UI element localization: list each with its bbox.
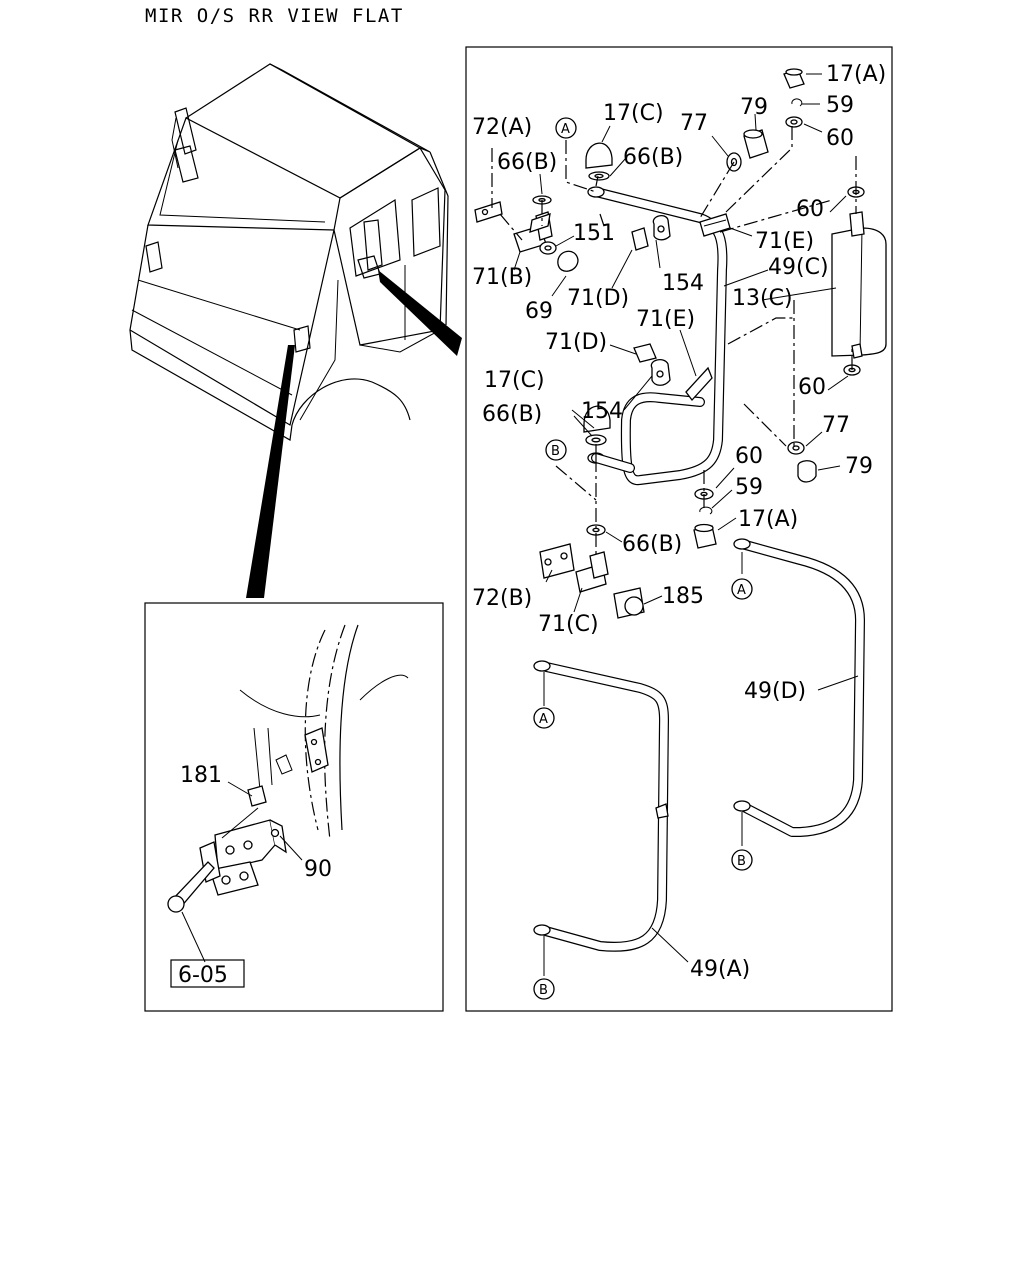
inset-bracket-detail [144, 602, 444, 1012]
label-71d-top: 71(D) [567, 286, 629, 311]
truck-cab-overview [129, 63, 462, 598]
label-72b: 72(B) [472, 586, 532, 611]
ref-b-49d: B [737, 854, 746, 869]
label-ref-box-6-05: 6-05 [178, 963, 228, 988]
part-labels: 17(A) 59 60 79 77 17(C) 66(B) 66(B) 72(A… [178, 62, 886, 998]
label-59-low: 59 [735, 475, 763, 500]
label-60-top: 60 [826, 126, 854, 151]
main-parts-panel [465, 46, 893, 1012]
ref-b-mid: B [551, 444, 560, 459]
ref-circle-a-top [555, 117, 577, 139]
label-181: 181 [180, 763, 222, 788]
label-60-right: 60 [798, 375, 826, 400]
label-154-top: 154 [662, 271, 704, 296]
ref-b-49a: B [539, 983, 548, 998]
label-49c: 49(C) [768, 255, 829, 280]
inset-frame [144, 602, 444, 1012]
ref-a-top: A [561, 122, 570, 137]
label-66b-low: 66(B) [622, 532, 682, 557]
label-66b-mid: 66(B) [482, 402, 542, 427]
label-77-top: 77 [680, 111, 708, 136]
label-77-right: 77 [822, 413, 850, 438]
ref-circle-b-49a [533, 978, 555, 1000]
label-71b: 71(B) [472, 265, 532, 290]
label-17c-mid: 17(C) [484, 368, 545, 393]
label-71c: 71(C) [538, 612, 599, 637]
ref-a-49d: A [737, 583, 746, 598]
label-151: 151 [573, 221, 615, 246]
ref-a-49a: A [539, 712, 548, 727]
label-71e-mid: 71(E) [636, 307, 695, 332]
label-13c: 13(C) [732, 286, 793, 311]
label-17a-low: 17(A) [738, 507, 798, 532]
label-71d-mid: 71(D) [545, 330, 607, 355]
label-79-right: 79 [845, 454, 873, 479]
main-frame [465, 46, 893, 1012]
label-17c-top: 17(C) [603, 101, 664, 126]
reference-box [170, 959, 245, 988]
ref-circle-b-49d [731, 849, 753, 871]
label-69: 69 [525, 299, 553, 324]
label-60-mid: 60 [796, 197, 824, 222]
label-154-mid: 154 [581, 399, 623, 424]
label-66b-top-right: 66(B) [623, 145, 683, 170]
diagram-title: MIR O/S RR VIEW FLAT [145, 5, 404, 27]
ref-circle-b-mid [545, 439, 567, 461]
ref-circle-a-49d [731, 578, 753, 600]
label-49a: 49(A) [690, 957, 750, 982]
label-79-top: 79 [740, 95, 768, 120]
label-71e-top: 71(E) [755, 229, 814, 254]
label-60-low: 60 [735, 444, 763, 469]
label-59-top: 59 [826, 93, 854, 118]
label-90: 90 [304, 857, 332, 882]
label-185: 185 [662, 584, 704, 609]
label-72a: 72(A) [472, 115, 532, 140]
label-49d: 49(D) [744, 679, 806, 704]
ref-circle-a-49a [533, 707, 555, 729]
label-17a-top: 17(A) [826, 62, 886, 87]
label-66b-top-left: 66(B) [497, 150, 557, 175]
